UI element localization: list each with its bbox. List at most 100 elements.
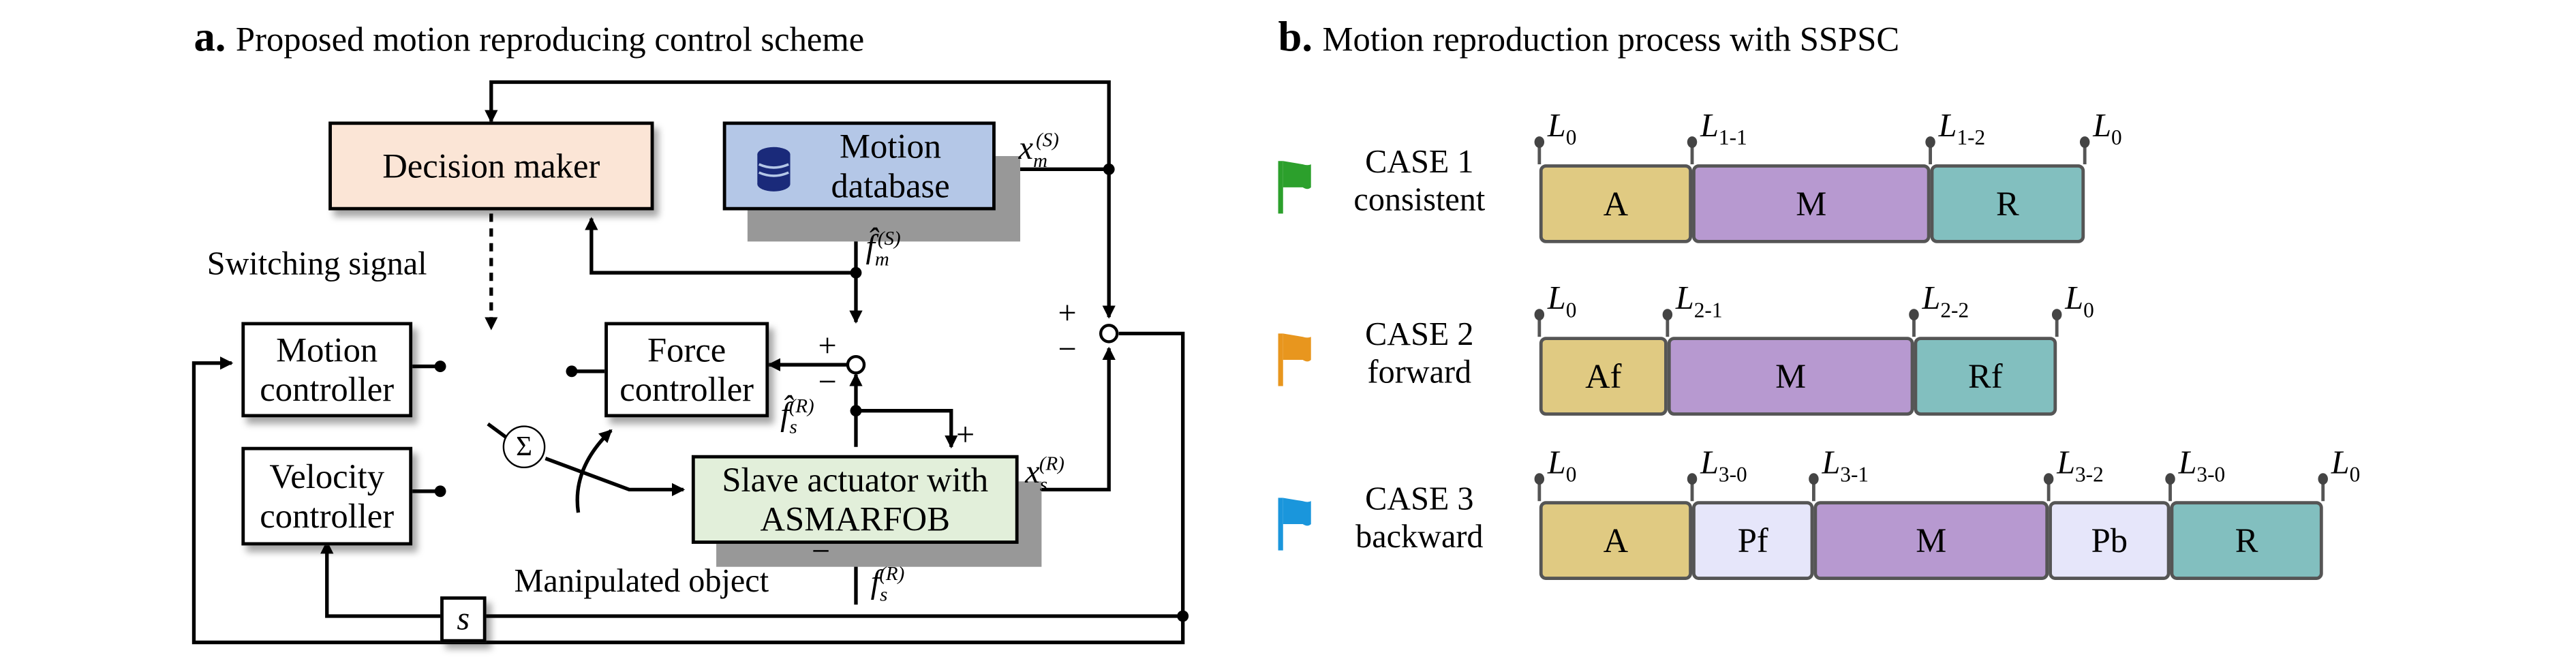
xs-signal-label: xs(R) [1025,451,1064,496]
phase-marker-label: L3-0 [2178,445,2226,487]
marker-dot [2051,309,2062,321]
motion-database-label-2: database [831,166,950,206]
wire-xs [1018,346,1116,492]
marker-tick [1912,314,1915,337]
phase-marker-label: L1-2 [1938,108,1986,150]
phase-marker-label: L1-1 [1700,108,1747,150]
marker-dot [1687,473,1698,485]
case-type: backward [1355,519,1484,555]
differentiator-block: s [440,596,487,643]
manipulated-object-label: Manipulated object [514,563,769,600]
marker-dot [1809,473,1819,485]
switch-terminal [434,485,446,498]
marker-tick [1537,478,1541,502]
marker-dot [1534,136,1545,148]
fs-hat-signal-label: f̂s(R) [780,394,814,438]
marker-tick [1812,478,1815,502]
panel-a-title-text: Proposed motion reproducing control sche… [235,19,865,59]
marker-dot [2079,136,2090,148]
motion-database-block: Motion database [722,121,996,211]
phase-segment: R [2170,501,2323,580]
phase-segment: Pf [1692,501,1814,580]
phase-marker-label: L3-0 [1700,445,1747,487]
phase-segment: R [1930,164,2085,243]
marker-dot [1662,309,1673,321]
marker-tick [1537,314,1541,337]
marker-tick [2321,478,2324,502]
phase-segment: Rf [1914,337,2057,416]
velocity-controller-label-2: controller [260,496,395,536]
force-summing-junction [846,354,866,375]
fs-ext-signal-label: fs(R) [870,562,905,606]
phase-segment: M [1692,164,1931,243]
flag-icon [1278,161,1311,214]
switch-terminal [434,361,446,373]
phase-marker-label: L0 [2093,108,2122,150]
phase-marker-label: L0 [2065,281,2094,322]
marker-dot [1925,136,1935,148]
case-name: CASE 2 [1365,317,1474,354]
panel-b-letter: b. [1278,13,1313,61]
phase-marker-label: L0 [1547,445,1577,487]
minus-sign: − [818,365,837,401]
position-summing-junction [1099,324,1119,343]
panel-b-title: b.Motion reproduction process with SSPSC [1278,13,1900,62]
phase-marker-label: L2-1 [1675,281,1723,322]
phase-segment: A [1539,164,1693,243]
slave-actuator-label-1: Slave actuator with [722,459,989,500]
minus-sign: − [811,534,831,570]
phase-segment: M [1667,337,1914,416]
wire-fm-to-decision [585,217,856,275]
case-name: CASE 3 [1365,481,1474,518]
junction-dot [850,266,862,279]
decision-maker-block: Decision maker [328,121,654,211]
force-controller-label-2: controller [619,369,754,410]
phase-marker-label: L3-2 [2057,445,2104,487]
switching-signal-label: Switching signal [206,246,427,283]
sum-symbol: Σ [516,430,532,462]
slave-actuator-label-2: ASMARFOB [760,499,951,539]
flag-icon [1278,498,1311,551]
wire-switch-to-slave [545,457,686,497]
junction-dot [850,405,862,417]
minus-sign: − [1058,331,1077,368]
marker-dot [2043,473,2054,485]
sum-selector: Σ [502,425,546,469]
marker-tick [2055,314,2058,337]
phase-marker-label: L0 [2331,445,2361,487]
phase-segment: Pb [2049,501,2171,580]
motion-database-label-1: Motion [840,126,942,166]
marker-dot [2165,473,2175,485]
motion-controller-label-2: controller [260,369,395,410]
wire-top-feedback [485,80,1111,170]
marker-tick [1929,141,1931,165]
switch-terminal [566,365,578,378]
wire-fs-hat-branch [855,409,958,449]
phase-marker-label: L0 [1547,108,1577,150]
decision-maker-label: Decision maker [382,146,600,186]
panel-a-letter: a. [194,13,226,61]
force-controller-label-1: Force [647,330,726,370]
phase-segment: M [1813,501,2049,580]
marker-tick [2046,478,2050,502]
phase-marker-label: L3-1 [1822,445,1869,487]
marker-tick [2083,141,2086,165]
marker-tick [1666,314,1669,337]
marker-tick [1690,478,1693,502]
junction-dot [1177,610,1189,622]
marker-dot [1534,309,1545,321]
wire-vel-fb [320,540,1183,618]
marker-dot [1909,309,1919,321]
phase-segment: Af [1539,337,1668,416]
flag-icon [1278,333,1311,386]
motion-controller-label-1: Motion [276,330,378,370]
marker-dot [1534,473,1545,485]
marker-dot [2318,473,2328,485]
velocity-controller-label-1: Velocity [269,456,385,496]
